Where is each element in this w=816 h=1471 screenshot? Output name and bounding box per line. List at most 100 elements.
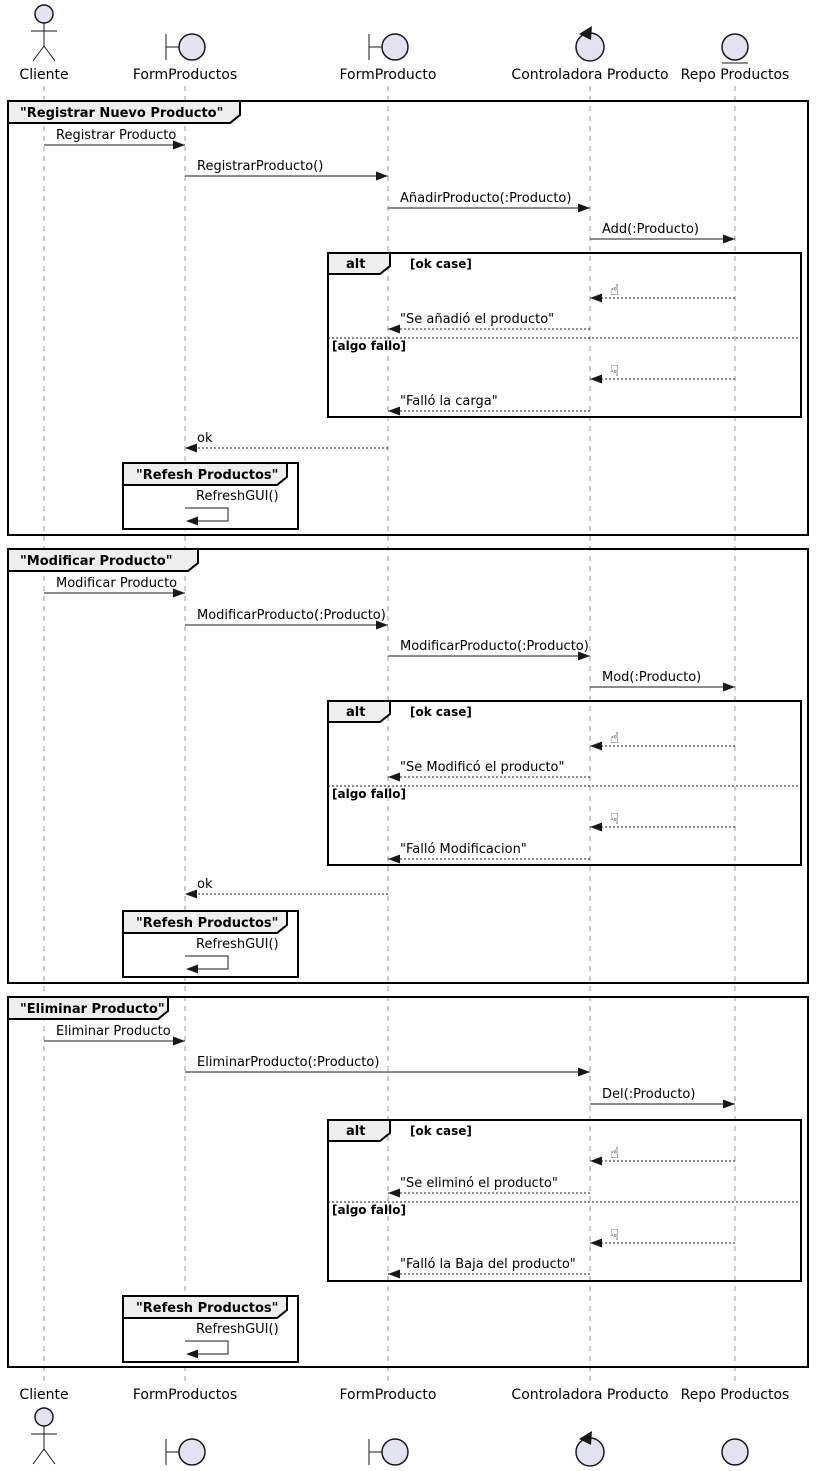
message-arrowhead-18	[173, 1036, 185, 1046]
message-label-17: ok	[197, 877, 213, 892]
message-arrowhead-22	[388, 1188, 400, 1198]
message-label-0: Registrar Producto	[56, 128, 176, 143]
message-label-20: Del(:Producto)	[602, 1087, 695, 1102]
repo-productos-entity-icon-bottom	[721, 1438, 749, 1466]
cliente-actor-icon-top	[34, 4, 54, 24]
message-arrowhead-7	[388, 406, 400, 416]
alt-eliminar-operator: alt	[346, 1124, 365, 1139]
message-label-12: Mod(:Producto)	[602, 670, 701, 685]
message-label-9: Modificar Producto	[56, 576, 177, 591]
self-message-line-0	[185, 507, 229, 522]
message-arrowhead-6	[590, 374, 602, 384]
repo-productos-entity-icon-top	[721, 33, 749, 61]
message-label-19: EliminarProducto(:Producto)	[197, 1055, 379, 1070]
message-arrowhead-19	[578, 1067, 590, 1077]
alt-registrar	[327, 252, 802, 418]
thumbs-up-icon: ☝	[610, 1144, 619, 1162]
message-arrowhead-21	[590, 1156, 602, 1166]
message-label-5: "Se añadió el producto"	[400, 312, 554, 327]
message-label-22: "Se eliminó el producto"	[400, 1176, 558, 1191]
message-label-18: Eliminar Producto	[56, 1024, 171, 1039]
alt-eliminar-operator-box	[327, 1119, 391, 1142]
message-arrowhead-20	[723, 1099, 735, 1109]
message-arrowhead-4	[590, 293, 602, 303]
self-message-label-1: RefreshGUI()	[196, 937, 279, 952]
self-message-line-1	[185, 955, 229, 970]
refresh-productos-1-header	[122, 462, 288, 486]
form-productos-label-top: FormProductos	[133, 67, 237, 83]
cliente-actor-icon-bottom	[43, 1448, 56, 1465]
refresh-productos-2-title: "Refesh Productos"	[136, 916, 278, 931]
frame-title-registrar-nuevo-producto: "Registrar Nuevo Producto"	[20, 106, 223, 121]
message-arrowhead-12	[723, 682, 735, 692]
self-message-line-2	[185, 1340, 229, 1355]
message-label-1: RegistrarProducto()	[197, 159, 323, 174]
alt-eliminar-guard-ok: [ok case]	[410, 1124, 472, 1138]
alt-modificar-operator: alt	[346, 705, 365, 720]
cliente-actor-icon-top	[32, 45, 45, 62]
refresh-productos-1-title: "Refesh Productos"	[136, 468, 278, 483]
form-producto-label-bottom: FormProducto	[340, 1387, 437, 1403]
message-label-7: "Falló la carga"	[400, 394, 498, 409]
message-label-3: Add(:Producto)	[602, 222, 699, 237]
thumbs-up-icon: ☝	[610, 729, 619, 747]
message-label-8: ok	[197, 431, 213, 446]
alt-eliminar-guard-fail: [algo fallo]	[332, 1203, 406, 1217]
message-label-11: ModificarProducto(:Producto)	[400, 639, 589, 654]
alt-modificar-guard-fail: [algo fallo]	[332, 787, 406, 801]
controladora-producto-control-icon-top-arrow	[579, 26, 592, 40]
message-arrowhead-16	[388, 854, 400, 864]
cliente-label-top: Cliente	[19, 67, 68, 83]
cliente-actor-icon-bottom	[32, 1448, 45, 1465]
message-arrowhead-15	[590, 822, 602, 832]
self-message-label-2: RefreshGUI()	[196, 1322, 279, 1337]
message-arrowhead-24	[388, 1269, 400, 1279]
form-productos-label-bottom: FormProductos	[133, 1387, 237, 1403]
controladora-producto-control-icon-bottom-arrow	[579, 1431, 592, 1445]
alt-eliminar	[327, 1119, 802, 1282]
message-label-24: "Falló la Baja del producto"	[400, 1257, 576, 1272]
alt-registrar-operator-box	[327, 252, 391, 275]
self-message-arrowhead-2	[186, 1349, 198, 1359]
cliente-actor-icon-bottom	[34, 1407, 54, 1427]
message-arrowhead-23	[590, 1238, 602, 1248]
controladora-producto-label-top: Controladora Producto	[511, 67, 668, 83]
alt-registrar-guard-ok: [ok case]	[410, 257, 472, 271]
thumbs-down-icon: ☟	[610, 810, 619, 828]
message-arrowhead-1	[376, 171, 388, 181]
message-arrowhead-13	[590, 741, 602, 751]
alt-modificar-guard-ok: [ok case]	[410, 705, 472, 719]
frame-modificar-producto	[7, 548, 809, 984]
message-label-14: "Se Modificó el producto"	[400, 760, 565, 775]
cliente-label-bottom: Cliente	[19, 1387, 68, 1403]
thumbs-down-icon: ☟	[610, 1226, 619, 1244]
refresh-productos-2-header	[122, 910, 288, 934]
self-message-label-0: RefreshGUI()	[196, 489, 279, 504]
alt-modificar	[327, 700, 802, 866]
alt-registrar-operator: alt	[346, 257, 365, 272]
message-arrowhead-3	[723, 234, 735, 244]
form-producto-boundary-icon-top	[381, 33, 409, 61]
repo-productos-label-top: Repo Productos	[681, 67, 790, 83]
message-label-2: AñadirProducto(:Producto)	[400, 191, 571, 206]
message-arrowhead-11	[578, 651, 590, 661]
message-arrowhead-2	[578, 203, 590, 213]
repo-productos-label-bottom: Repo Productos	[681, 1387, 790, 1403]
controladora-producto-label-bottom: Controladora Producto	[511, 1387, 668, 1403]
form-producto-boundary-icon-bottom	[381, 1438, 409, 1466]
refresh-productos-3-title: "Refesh Productos"	[136, 1301, 278, 1316]
message-label-16: "Falló Modificacion"	[400, 842, 527, 857]
form-producto-label-top: FormProducto	[340, 67, 437, 83]
thumbs-up-icon: ☝	[610, 281, 619, 299]
cliente-actor-icon-top	[43, 45, 56, 62]
frame-header-modificar-producto	[7, 548, 199, 572]
message-arrowhead-17	[185, 889, 197, 899]
form-productos-boundary-icon-bottom	[178, 1438, 206, 1466]
alt-modificar-operator-box	[327, 700, 391, 723]
refresh-productos-3-header	[122, 1295, 288, 1319]
frame-header-registrar-nuevo-producto	[7, 100, 241, 124]
message-arrowhead-8	[185, 443, 197, 453]
frame-eliminar-producto	[7, 996, 809, 1368]
frame-header-eliminar-producto	[7, 996, 169, 1020]
